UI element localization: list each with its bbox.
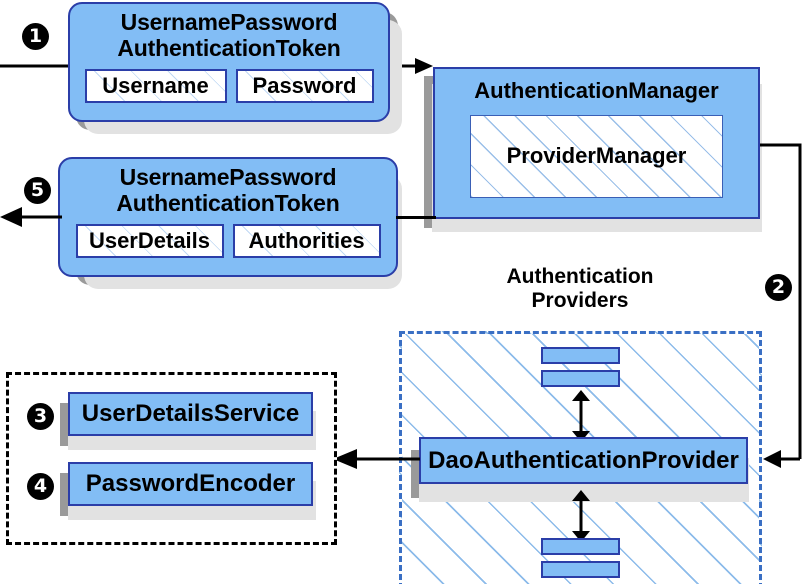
request-token-title: UsernamePassword AuthenticationToken: [117, 9, 341, 62]
passwordencoder[interactable]: PasswordEncoder: [68, 462, 313, 506]
passwordencoder-label: PasswordEncoder: [85, 470, 296, 498]
request-token-fields: Username Password: [84, 68, 374, 103]
authentication-manager[interactable]: AuthenticationManager ProviderManager: [433, 67, 760, 219]
response-token-title: UsernamePassword AuthenticationToken: [116, 164, 340, 217]
providers-caption-line1: Authentication: [506, 265, 654, 288]
manager-to-response-line: [396, 216, 436, 219]
userdetailsservice-label: UserDetailsService: [81, 400, 300, 428]
provider-chain-arrow-bottom: [572, 490, 590, 542]
providers-caption: Authentication Providers: [455, 265, 705, 312]
step-bullet-2: 2: [765, 274, 792, 301]
provider-inbound-arrow: [763, 450, 800, 468]
dao-authentication-provider-label: DaoAuthenticationProvider: [428, 446, 739, 474]
outgoing-response-arrow: [0, 207, 62, 227]
response-authentication-token[interactable]: UsernamePassword AuthenticationToken Use…: [58, 157, 398, 277]
field-password[interactable]: Password: [235, 68, 374, 103]
field-userdetails[interactable]: UserDetails: [75, 223, 224, 258]
step-bullet-1: 1: [22, 23, 49, 50]
other-provider-top-bar-2: [541, 370, 620, 387]
provider-manager[interactable]: ProviderManager: [470, 114, 723, 198]
userdetailsservice[interactable]: UserDetailsService: [68, 392, 313, 436]
response-token-title-line2: AuthenticationToken: [116, 189, 340, 216]
step-bullet-5: 5: [24, 177, 51, 204]
provider-to-services-arrow: [333, 449, 420, 469]
response-token-title-line1: UsernamePassword: [119, 164, 337, 190]
authentication-manager-title: AuthenticationManager: [474, 78, 719, 103]
field-username[interactable]: Username: [84, 68, 227, 103]
field-authorities[interactable]: Authorities: [232, 223, 381, 258]
request-token-title-line1: UsernamePassword: [120, 9, 338, 35]
response-token-fields: UserDetails Authorities: [75, 223, 381, 258]
manager-to-provider-connector: [760, 143, 802, 459]
step-bullet-3: 3: [27, 403, 54, 430]
request-token-title-line2: AuthenticationToken: [117, 34, 341, 61]
step-bullet-4: 4: [27, 473, 54, 500]
provider-chain-arrow-top: [572, 390, 590, 442]
other-provider-bottom-bar-2: [541, 561, 620, 578]
dao-authentication-provider[interactable]: DaoAuthenticationProvider: [419, 437, 748, 484]
providers-caption-line2: Providers: [531, 288, 629, 312]
request-authentication-token[interactable]: UsernamePassword AuthenticationToken Use…: [68, 2, 390, 122]
provider-manager-label: ProviderManager: [506, 143, 687, 169]
other-provider-bottom-bar-1: [541, 538, 620, 555]
other-provider-top-bar-1: [541, 347, 620, 364]
